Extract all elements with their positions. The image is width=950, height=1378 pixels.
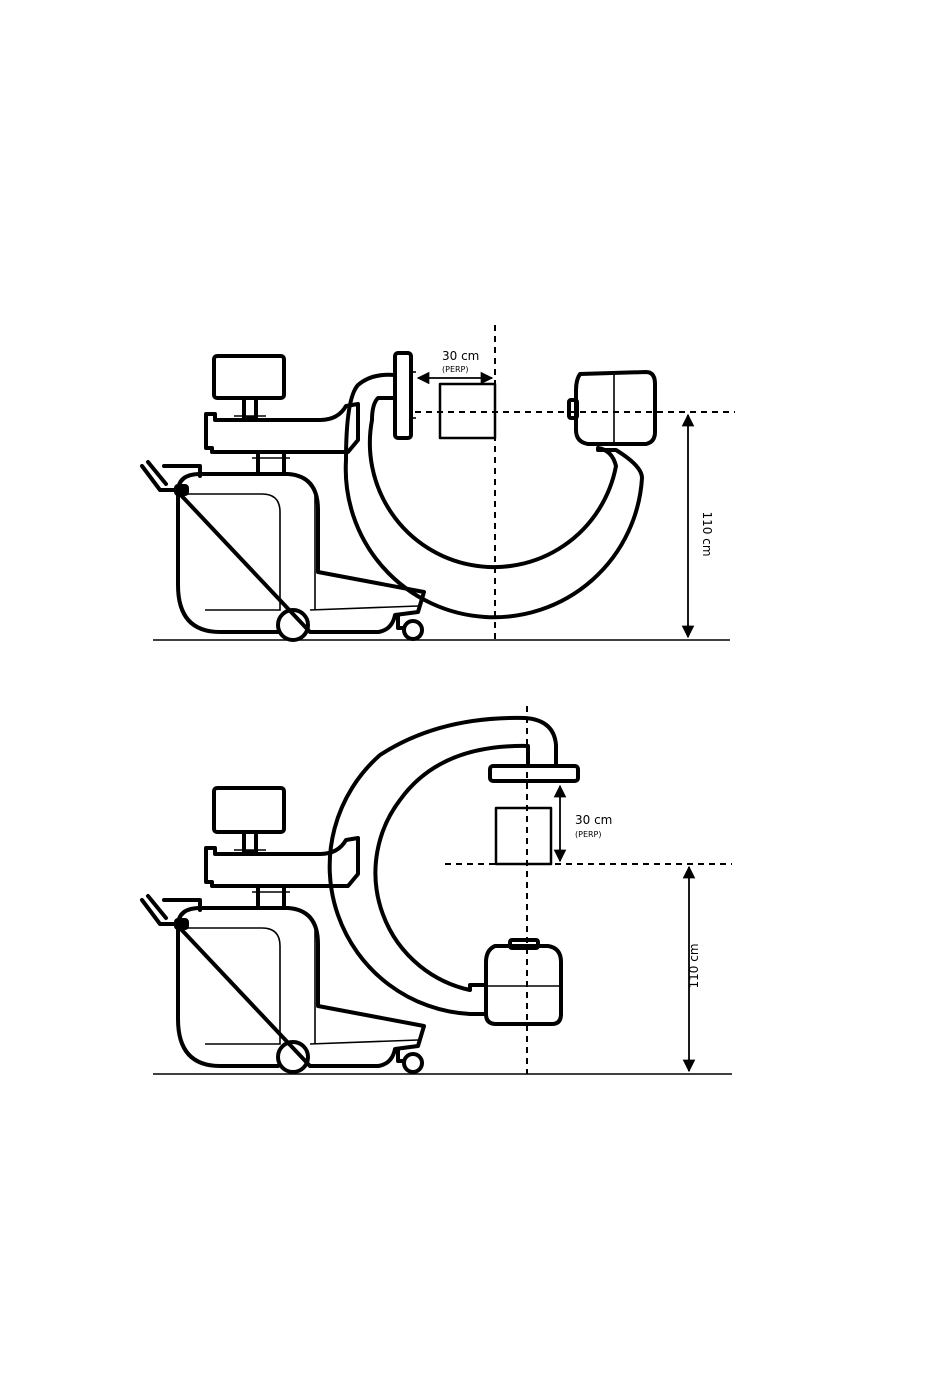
height-label: 110 cm [700,511,714,556]
c-arm-bottom [330,718,578,1024]
distance-note: (PERP) [575,830,602,839]
horizontal-arm [206,838,358,886]
cart-column [258,452,284,474]
lateral-position-view: 30 cm (PERP) 110 cm [142,325,735,640]
monitor-stand [244,398,256,418]
distance-label: 30 cm [442,349,479,363]
phantom-block [496,808,551,864]
front-caster [404,1054,422,1072]
image-detector [490,766,578,781]
image-detector [395,353,411,438]
caster-fork [398,616,404,628]
distance-label: 30 cm [575,813,612,827]
monitor-screen [214,788,284,832]
c-arc-outer [330,718,556,1014]
monitor-stand [244,832,256,852]
cart-base-line [310,606,418,610]
x-ray-tube [576,372,655,444]
c-arm-top [346,353,655,617]
cart-column [258,886,284,908]
front-caster [404,621,422,639]
distance-note: (PERP) [442,365,469,374]
x-ray-tube [486,946,561,1024]
height-label: 110 cm [687,943,701,988]
monitor-screen [214,356,284,398]
cart-body [178,474,424,632]
caster-fork [398,1049,404,1061]
tube-collimator [569,400,577,418]
cart-base-line [310,1040,418,1044]
horizontal-arm [206,404,358,452]
ap-position-view: 30 cm (PERP) 110 cm [142,706,732,1074]
